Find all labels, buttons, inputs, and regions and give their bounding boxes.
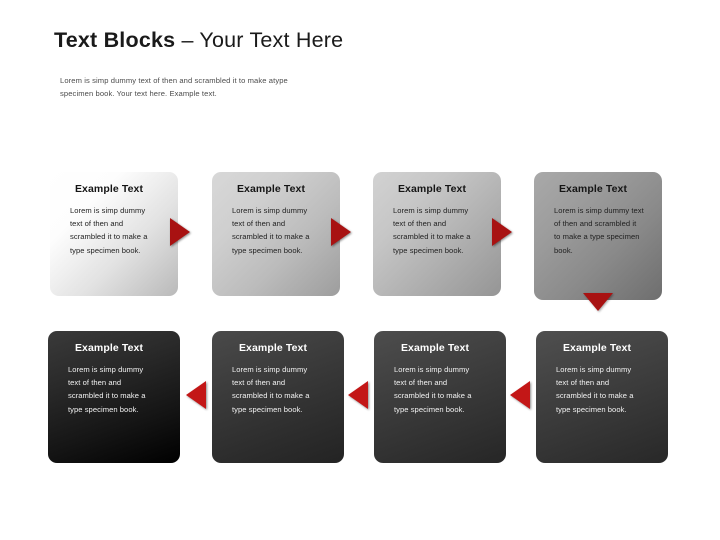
arrow-right-icon: [331, 218, 351, 246]
text-block-row2-col4[interactable]: Example Text Lorem is simp dummy text of…: [536, 331, 668, 463]
arrow-down-icon: [583, 293, 613, 311]
arrow-left-icon: [348, 381, 368, 409]
block-body: Lorem is simp dummy text of then and scr…: [393, 206, 471, 255]
arrow-right-icon: [492, 218, 512, 246]
block-body: Lorem is simp dummy text of then and scr…: [232, 365, 310, 414]
text-block-row1-col4[interactable]: Example Text Lorem is simp dummy text of…: [534, 172, 662, 300]
block-body: Lorem is simp dummy text of then and scr…: [232, 206, 310, 255]
page-title-bold: Text Blocks: [54, 28, 176, 52]
block-body: Lorem is simp dummy text of then and scr…: [556, 365, 634, 414]
block-heading: Example Text: [397, 183, 467, 195]
text-block-row1-col3[interactable]: Example Text Lorem is simp dummy text of…: [373, 172, 501, 296]
page-title: Text Blocks – Your Text Here: [54, 28, 343, 53]
block-body: Lorem is simp dummy text of then and scr…: [70, 206, 148, 255]
arrow-left-icon: [186, 381, 206, 409]
page-title-rest: – Your Text Here: [175, 28, 344, 52]
arrow-right-icon: [170, 218, 190, 246]
arrow-left-icon: [510, 381, 530, 409]
text-block-row2-col3[interactable]: Example Text Lorem is simp dummy text of…: [374, 331, 506, 463]
slide-subtitle: Lorem is simp dummy text of then and scr…: [60, 76, 288, 98]
block-heading: Example Text: [236, 183, 306, 195]
block-heading: Example Text: [562, 342, 632, 354]
block-heading: Example Text: [74, 183, 144, 195]
text-block-row2-col2[interactable]: Example Text Lorem is simp dummy text of…: [212, 331, 344, 463]
block-heading: Example Text: [74, 342, 144, 354]
block-heading: Example Text: [238, 342, 308, 354]
block-body: Lorem is simp dummy text of then and scr…: [394, 365, 472, 414]
block-heading: Example Text: [558, 183, 628, 195]
text-block-row1-col2[interactable]: Example Text Lorem is simp dummy text of…: [212, 172, 340, 296]
block-heading: Example Text: [400, 342, 470, 354]
text-block-row2-col1[interactable]: Example Text Lorem is simp dummy text of…: [48, 331, 180, 463]
block-body: Lorem is simp dummy text of then and scr…: [554, 206, 644, 255]
text-block-row1-col1[interactable]: Example Text Lorem is simp dummy text of…: [50, 172, 178, 296]
block-body: Lorem is simp dummy text of then and scr…: [68, 365, 146, 414]
